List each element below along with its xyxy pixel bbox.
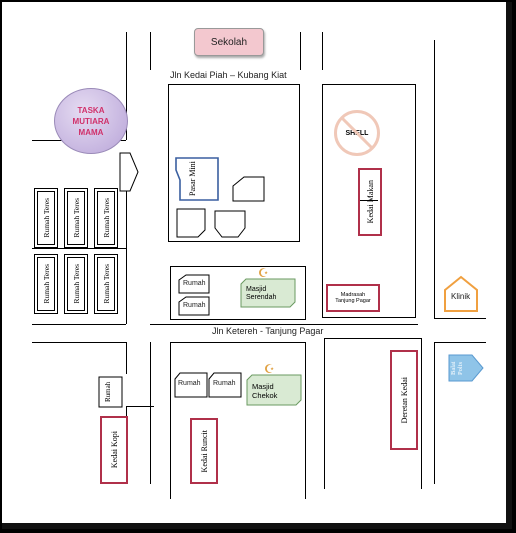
masjid-chekok-line-2: Chekok xyxy=(252,391,278,400)
building-shape xyxy=(119,152,139,192)
madrasah: Madrasah Tanjung Pagar xyxy=(326,284,380,312)
road-edge xyxy=(434,40,436,318)
no-entry-slash-icon xyxy=(340,116,374,150)
house-shape xyxy=(232,176,265,202)
masjid-serendah-line-1: Masjid xyxy=(246,286,267,293)
rumah-label: Rumah xyxy=(178,380,201,387)
rumah-teres: Rumah Teres xyxy=(34,254,58,314)
rumah-label: Rumah xyxy=(104,381,112,403)
taska-building: TASKA MUTIARA MAMA xyxy=(54,88,128,154)
rumah-teres-label: Rumah Teres xyxy=(101,264,111,304)
road-edge xyxy=(126,174,128,324)
rumah-shape xyxy=(178,296,210,316)
rumah-shape xyxy=(174,372,208,398)
house-shape xyxy=(176,208,206,238)
rumah-shape xyxy=(178,274,210,294)
block-deretan xyxy=(324,338,422,489)
road-edge xyxy=(32,248,126,250)
masjid-serendah-label: Masjid Serendah xyxy=(246,286,276,302)
divider xyxy=(360,200,378,201)
road-edge xyxy=(126,32,128,140)
deretan-kedai-label: Deretan Kedai xyxy=(399,376,409,424)
masjid-serendah-shape xyxy=(240,278,296,308)
block-shell xyxy=(322,84,416,318)
block-serendah xyxy=(170,266,306,320)
rumah-label: Rumah xyxy=(213,380,236,387)
road-edge xyxy=(126,342,128,374)
rumah-teres-label: Rumah Teres xyxy=(41,198,51,238)
rumah-teres-label: Rumah Teres xyxy=(71,264,81,304)
masjid-chekok-shape xyxy=(246,374,302,406)
road-edge xyxy=(150,324,418,326)
rumah-shape xyxy=(98,376,123,408)
rumah-shape xyxy=(208,372,242,398)
road-edge xyxy=(126,406,154,408)
klinik-shape xyxy=(444,275,478,312)
rumah-label: Rumah xyxy=(183,280,206,287)
rumah-teres: Rumah Teres xyxy=(34,188,58,248)
kedai-makan-label: Kedai Makan xyxy=(365,180,375,224)
sekolah-label: Sekolah xyxy=(210,36,248,48)
masjid-serendah-line-2: Serendah xyxy=(246,294,277,301)
rumah-teres-label: Rumah Teres xyxy=(41,264,51,304)
kedai-makan: Kedai Makan xyxy=(358,168,382,236)
road-edge xyxy=(434,318,486,320)
madrasah-line-1: Madrasah xyxy=(340,292,366,298)
road-edge xyxy=(150,342,152,484)
masjid-chekok-label: Masjid Chekok xyxy=(252,382,277,400)
pasar-mini-shape xyxy=(175,157,219,201)
house-shape xyxy=(214,210,246,238)
sekolah-building: Sekolah xyxy=(194,28,264,56)
taska-line-2: MUTIARA xyxy=(72,116,110,126)
map-canvas: Jln Kedai Piah – Kubang Kiat Jln Ketereh… xyxy=(2,2,512,529)
balai-polis-label: Balai Polis xyxy=(450,361,464,375)
masjid-chekok-line-1: Masjid xyxy=(252,382,274,391)
road-edge xyxy=(32,324,126,326)
taska-line-1: TASKA xyxy=(77,105,105,115)
balai-polis-shape xyxy=(448,354,484,382)
rumah-teres-label: Rumah Teres xyxy=(101,198,111,238)
taska-line-3: MAMA xyxy=(78,127,104,137)
road-edge xyxy=(300,32,302,70)
road-edge xyxy=(434,342,486,344)
road-label-middle: Jln Ketereh - Tanjung Pagar xyxy=(212,326,324,336)
kedai-runcit: Kedai Runcit xyxy=(190,418,218,484)
road-edge xyxy=(322,32,324,70)
rumah-label: Rumah xyxy=(183,302,206,309)
madrasah-line-2: Tanjung Pagar xyxy=(335,298,371,304)
crescent-icon: ☪ xyxy=(258,266,269,280)
block-pasar xyxy=(168,84,300,242)
rumah-teres-label: Rumah Teres xyxy=(71,198,81,238)
rumah-teres: Rumah Teres xyxy=(94,254,118,314)
klinik-label: Klinik xyxy=(451,292,471,301)
crescent-icon: ☪ xyxy=(264,362,275,376)
road-edge xyxy=(150,32,152,70)
pasar-mini-label: Pasar Mini xyxy=(188,161,197,197)
road-label-top: Jln Kedai Piah – Kubang Kiat xyxy=(170,70,287,80)
kedai-kopi: Kedai Kopi xyxy=(100,416,128,484)
rumah-teres: Rumah Teres xyxy=(64,188,88,248)
road-edge xyxy=(32,342,126,344)
block-chekok xyxy=(170,342,306,499)
rumah-teres: Rumah Teres xyxy=(64,254,88,314)
deretan-kedai: Deretan Kedai xyxy=(390,350,418,450)
road-edge xyxy=(434,342,436,484)
kedai-kopi-label: Kedai Kopi xyxy=(109,431,119,469)
rumah-teres: Rumah Teres xyxy=(94,188,118,248)
kedai-runcit-label: Kedai Runcit xyxy=(199,429,209,473)
